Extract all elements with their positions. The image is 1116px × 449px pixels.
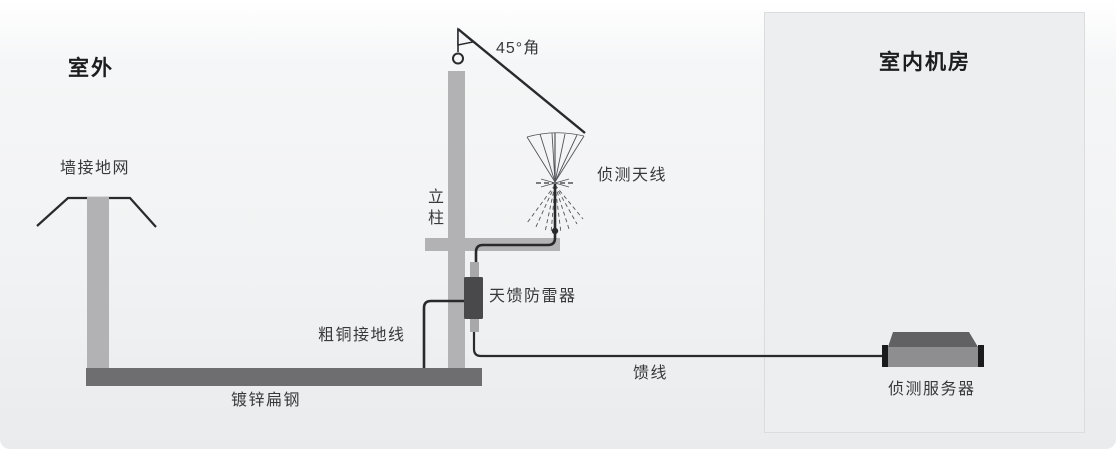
arrester-label: 天馈防雷器 — [489, 288, 577, 305]
antenna-icon — [526, 132, 585, 235]
copper-ground-wire — [422, 299, 464, 368]
pulley-ring-icon — [452, 52, 464, 65]
copper-ground-wire-label: 粗铜接地线 — [318, 327, 406, 344]
server-label: 侦测服务器 — [888, 381, 976, 398]
wall-pillar — [87, 197, 109, 369]
ground-bar-label: 镀锌扁钢 — [231, 392, 302, 409]
server-icon — [882, 332, 984, 367]
outdoor-header: 室外 — [68, 57, 114, 80]
ground-bar — [86, 368, 482, 386]
angle-guy-line — [457, 28, 586, 134]
indoor-room-header: 室内机房 — [879, 51, 971, 74]
feeder-cable — [472, 332, 883, 358]
arrester-icon — [464, 262, 483, 332]
pole-label: 立柱 — [427, 189, 444, 227]
antenna-jumper-cable — [474, 234, 557, 266]
antenna-label: 侦测天线 — [597, 167, 668, 184]
wall-ground-grid-label: 墙接地网 — [60, 160, 131, 177]
mast-pole — [448, 71, 465, 368]
angle-label: 45°角 — [496, 40, 541, 57]
feeder-label: 馈线 — [633, 365, 669, 382]
